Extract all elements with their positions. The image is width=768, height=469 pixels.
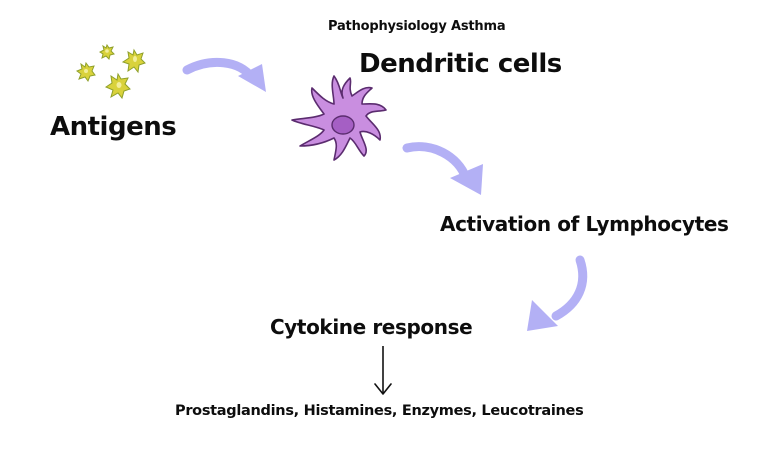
antigen-icon [75,61,96,83]
straight-down-arrow-icon [374,346,392,395]
antigen-cluster-icon [75,43,146,100]
antigen-icon [99,43,115,60]
mediators-label: Prostaglandins, Histamines, Enzymes, Leu… [175,403,584,419]
curved-arrow-icon [402,142,483,195]
curved-arrow-icon [182,57,266,92]
antigens-label: Antigens [50,112,177,142]
activation-of-lymphocytes-label: Activation of Lymphocytes [440,212,729,236]
dendritic-cells-label: Dendritic cells [359,49,562,79]
dendritic-cell-icon [291,75,387,161]
curved-arrow-icon [527,255,588,331]
antigen-icon [121,48,146,74]
antigen-icon [104,72,131,100]
cytokine-response-label: Cytokine response [270,315,473,339]
nucleus-icon [331,115,355,135]
diagram-title: Pathophysiology Asthma [328,19,506,34]
